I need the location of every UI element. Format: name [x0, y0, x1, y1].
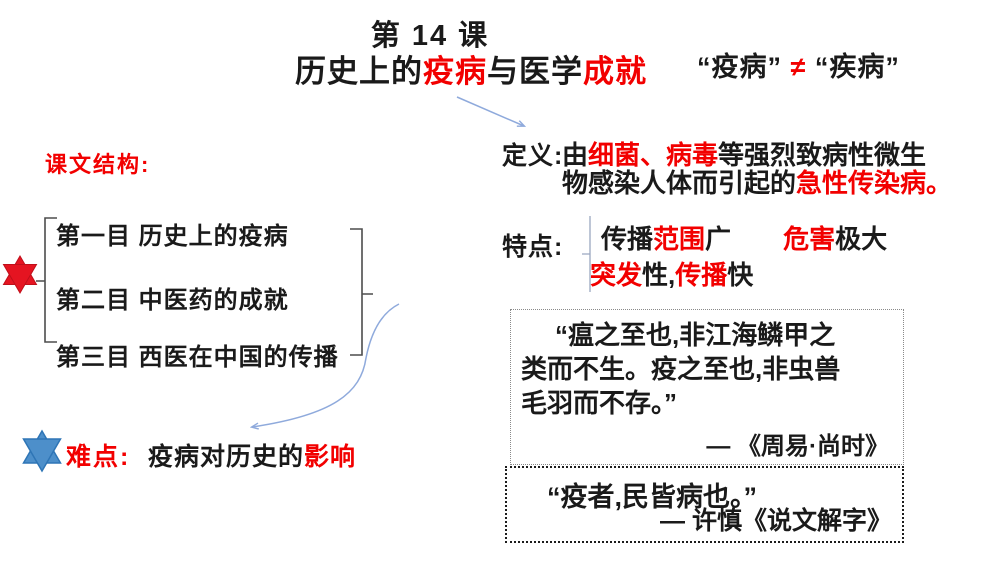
shuowen-quote-text: “疫者,民皆病也。”: [547, 482, 758, 512]
zhouyi-quote-line3: 毛羽而不存。”: [521, 388, 678, 418]
zhouyi-quote-line2: 类而不生。疫之至也,非虫兽: [521, 354, 841, 384]
outline-item-1: 第一目 历史上的疫病: [56, 223, 289, 250]
blue-star-icon: [22, 429, 62, 473]
definition-label: 定义:: [502, 142, 564, 170]
features-label: 特点:: [502, 233, 564, 261]
features-bracket: [582, 216, 591, 292]
zhouyi-quote-box: “瘟之至也,非江海鳞甲之 类而不生。疫之至也,非虫兽 毛羽而不存。” — 《周易…: [510, 309, 904, 465]
lesson-number-title: 第 14 课: [370, 20, 490, 52]
difficulty-text: 疫病对历史的影响: [148, 443, 357, 471]
outline-item-2: 第二目 中医药的成就: [56, 287, 289, 314]
lesson-main-title: 历史上的疫病与医学成就: [295, 54, 647, 89]
red-star-icon: [2, 255, 38, 294]
difficulty-label: 难点:: [66, 443, 131, 471]
zhouyi-quote-line1: “瘟之至也,非江海鳞甲之: [555, 320, 836, 350]
arrow-title-to-definition: [456, 96, 524, 126]
shuowen-quote-source: — 许慎《说文解字》: [660, 507, 892, 535]
outline-item-3: 第三目 西医在中国的传播: [56, 344, 339, 371]
features-text-line2: 突发性,传播快: [590, 260, 754, 290]
epidemic-vs-disease-note: “疫病” ≠ “疾病”: [697, 52, 900, 82]
outline-left-bracket: [36, 217, 57, 343]
outline-right-bracket: [350, 228, 373, 356]
text-structure-heading: 课文结构:: [45, 152, 151, 177]
features-text-line1: 传播范围广 危害极大: [601, 224, 888, 254]
shuowen-quote-box: “疫者,民皆病也。” — 许慎《说文解字》: [505, 466, 904, 543]
definition-text-line2: 物感染人体而引起的急性传染病。: [562, 168, 953, 198]
zhouyi-quote-source: — 《周易·尚时》: [706, 433, 889, 460]
definition-text-line1: 由细菌、病毒等强烈致病性微生: [562, 140, 927, 170]
